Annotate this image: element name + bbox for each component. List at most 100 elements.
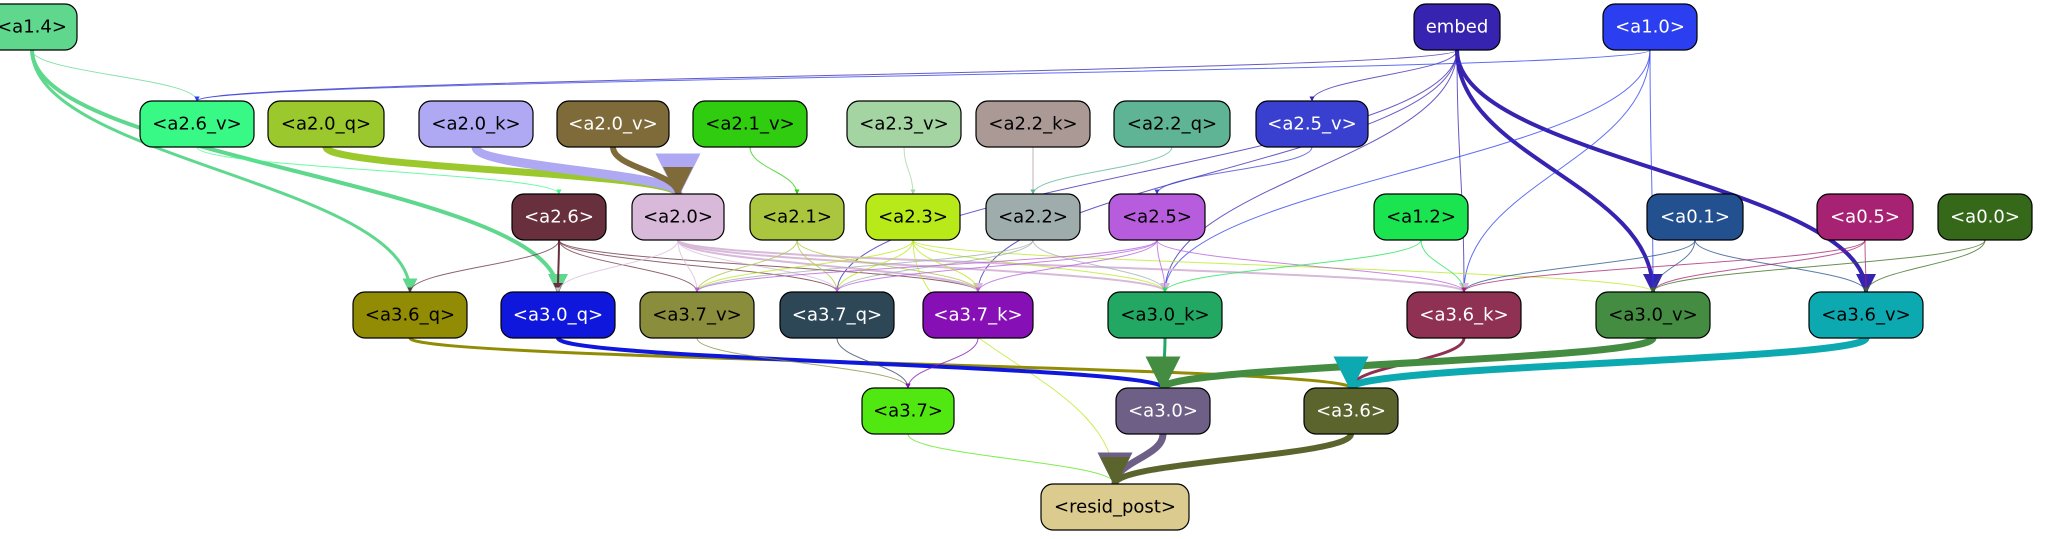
node-a3-0-k[interactable]: <a3.0_k> [1107, 291, 1223, 339]
node-box [1107, 291, 1223, 339]
node-box [1108, 193, 1206, 241]
edge-a0_5-to-a3_6_v [1863, 239, 1869, 293]
edge-embed-to-a3_6_v [1455, 49, 1876, 294]
edge-a2_5-to-a3_0_k [1156, 239, 1168, 293]
node-label: <a3.7> [873, 401, 943, 422]
edge-a3_7_v-to-a3_7 [696, 337, 911, 389]
edge-a0_0-to-a3_0_v [1650, 239, 1986, 293]
node-label: <a1.2> [1386, 207, 1456, 228]
edge-a2_3-to-a3_7_q [834, 239, 914, 293]
node-a3-7[interactable]: <a3.7> [861, 387, 955, 435]
node-a3-0[interactable]: <a3.0> [1115, 387, 1211, 435]
node-a3-0-q[interactable]: <a3.0_q> [500, 291, 616, 339]
edge-a2_5-to-a3_7_q [834, 239, 1158, 293]
node-a2-5[interactable]: <a2.5> [1108, 193, 1206, 241]
node-a2-0[interactable]: <a2.0> [631, 193, 725, 241]
node-box [418, 100, 534, 148]
node-box [0, 3, 78, 51]
node-label: <a2.2> [998, 207, 1068, 228]
edge-embed-to-a3_0_k [1162, 49, 1458, 293]
node-a0-5[interactable]: <a0.5> [1816, 193, 1914, 241]
edge-a2_0-to-a3_7_v [677, 239, 700, 293]
node-a3-0-v[interactable]: <a3.0_v> [1595, 291, 1711, 339]
node-box [139, 100, 255, 148]
node-label: <a2.5> [1122, 207, 1192, 228]
node-a0-0[interactable]: <a0.0> [1937, 193, 2033, 241]
edge-a0_1-to-a3_0_v [1650, 239, 1696, 293]
node-a2-1[interactable]: <a2.1> [749, 193, 845, 241]
node-label: <a2.3> [878, 207, 948, 228]
node-a1-4[interactable]: <a1.4> [0, 3, 78, 51]
edge-a2_3-to-resid_post [912, 239, 1118, 485]
node-embed[interactable]: embed [1413, 3, 1501, 51]
edge-a2_6_v-to-a2_6 [196, 146, 562, 195]
edge-a3_0_k-to-a3_0 [1155, 337, 1171, 390]
node-a2-0-k[interactable]: <a2.0_k> [418, 100, 534, 148]
node-a2-2[interactable]: <a2.2> [985, 193, 1081, 241]
node-label: <a2.0> [643, 207, 713, 228]
node-box [352, 291, 468, 339]
node-a2-1-v[interactable]: <a2.1_v> [692, 100, 808, 148]
node-label: <a3.0> [1128, 401, 1198, 422]
node-a3-6-q[interactable]: <a3.6_q> [352, 291, 468, 339]
node-box [556, 100, 670, 148]
edge-a3_7_k-to-a3_7 [905, 337, 979, 389]
node-box [1808, 291, 1924, 339]
edge-a0_0-to-a3_6_v [1863, 239, 1986, 293]
node-a3-6-v[interactable]: <a3.6_v> [1808, 291, 1924, 339]
edge-a2_0-to-a3_0_q [555, 239, 679, 293]
node-box [1595, 291, 1711, 339]
node-a3-7-q[interactable]: <a3.7_q> [779, 291, 895, 339]
edge-embed-to-a3_7_q [834, 49, 1458, 293]
node-a2-0-v[interactable]: <a2.0_v> [556, 100, 670, 148]
edge-a1_2-to-a3_0_k [1162, 239, 1422, 293]
node-label: <a2.0_k> [431, 114, 520, 135]
node-a2-5-v[interactable]: <a2.5_v> [1255, 100, 1369, 148]
node-box [846, 100, 962, 148]
node-box [1040, 483, 1190, 531]
node-label: <a2.1> [762, 207, 832, 228]
edge-a2_1_v-to-a2_1 [749, 146, 800, 195]
edge-a2_6-to-a3_7_q [558, 239, 840, 293]
node-label: <a1.4> [0, 17, 67, 38]
node-a3-7-k[interactable]: <a3.7_k> [922, 291, 1034, 339]
node-a2-6[interactable]: <a2.6> [511, 193, 607, 241]
node-label: <a3.7_v> [652, 305, 741, 326]
edge-embed-to-a3_0_v [1455, 49, 1663, 294]
edges-layer [30, 49, 1986, 488]
node-a3-7-v[interactable]: <a3.7_v> [639, 291, 755, 339]
node-a3-6[interactable]: <a3.6> [1303, 387, 1399, 435]
node-resid-post[interactable]: <resid_post> [1040, 483, 1190, 531]
node-label: <a3.6_q> [365, 305, 455, 326]
edge-a1_2-to-a3_6_k [1420, 239, 1467, 293]
edge-a2_5-to-a3_6_k [1156, 239, 1467, 293]
node-label: <a2.2_k> [988, 114, 1077, 135]
node-label: <a2.3_v> [859, 114, 948, 135]
edge-a3_6_v-to-a3_6 [1334, 334, 1870, 392]
node-box [1602, 3, 1698, 51]
node-a2-2-k[interactable]: <a2.2_k> [975, 100, 1091, 148]
node-a2-0-q[interactable]: <a2.0_q> [267, 100, 385, 148]
node-box [1816, 193, 1914, 241]
node-a3-6-k[interactable]: <a3.6_k> [1406, 291, 1522, 339]
node-a2-6-v[interactable]: <a2.6_v> [139, 100, 255, 148]
node-a2-3-v[interactable]: <a2.3_v> [846, 100, 962, 148]
node-a1-2[interactable]: <a1.2> [1373, 193, 1469, 241]
node-label: <a3.0_v> [1608, 305, 1697, 326]
edge-a1_0-to-a3_0_v [1649, 49, 1656, 293]
node-box [511, 193, 607, 241]
node-box [1406, 291, 1522, 339]
edge-a2_0_v-to-a2_0 [610, 146, 693, 197]
edge-a1_4-to-a3_6_q [30, 49, 418, 294]
edge-embed-to-a2_5_v [1309, 49, 1458, 102]
node-a2-3[interactable]: <a2.3> [865, 193, 961, 241]
node-box [267, 100, 385, 148]
node-a1-0[interactable]: <a1.0> [1602, 3, 1698, 51]
node-label: <a3.7_k> [933, 305, 1022, 326]
node-a2-2-q[interactable]: <a2.2_q> [1113, 100, 1231, 148]
edge-a2_3-to-a3_7_v [694, 239, 914, 293]
node-a0-1[interactable]: <a0.1> [1646, 193, 1744, 241]
node-box [749, 193, 845, 241]
edge-embed-to-a3_6_k [1456, 49, 1467, 293]
edge-a2_6-to-a3_0_q [553, 239, 564, 293]
